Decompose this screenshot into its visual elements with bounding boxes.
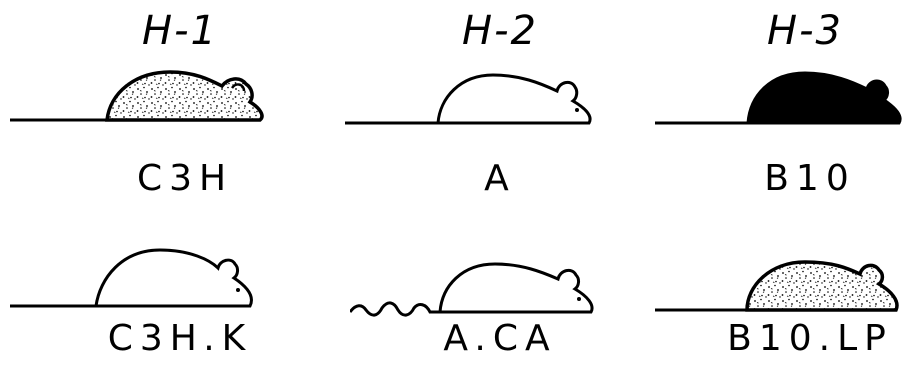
strain-label-c3h: C3H (136, 158, 234, 199)
strain-label-a: A (484, 158, 516, 199)
stippled-mouse-icon (655, 228, 903, 338)
column-header-h2: H-2 (462, 8, 538, 54)
column-header-h3: H-3 (767, 8, 843, 54)
white-mouse-wavy-tail-icon (350, 228, 630, 338)
strain-label-c3hk: C3H.K (107, 318, 253, 359)
stippled-mouse-icon (10, 58, 290, 168)
strain-label-aca: A.CA (443, 318, 557, 359)
black-mouse-icon (655, 58, 903, 168)
strain-label-b10lp: B10.LP (727, 318, 893, 359)
column-header-h1: H-1 (142, 8, 218, 54)
white-mouse-icon (10, 228, 290, 338)
white-mouse-icon (345, 58, 625, 168)
strain-label-b10: B10 (764, 158, 856, 199)
